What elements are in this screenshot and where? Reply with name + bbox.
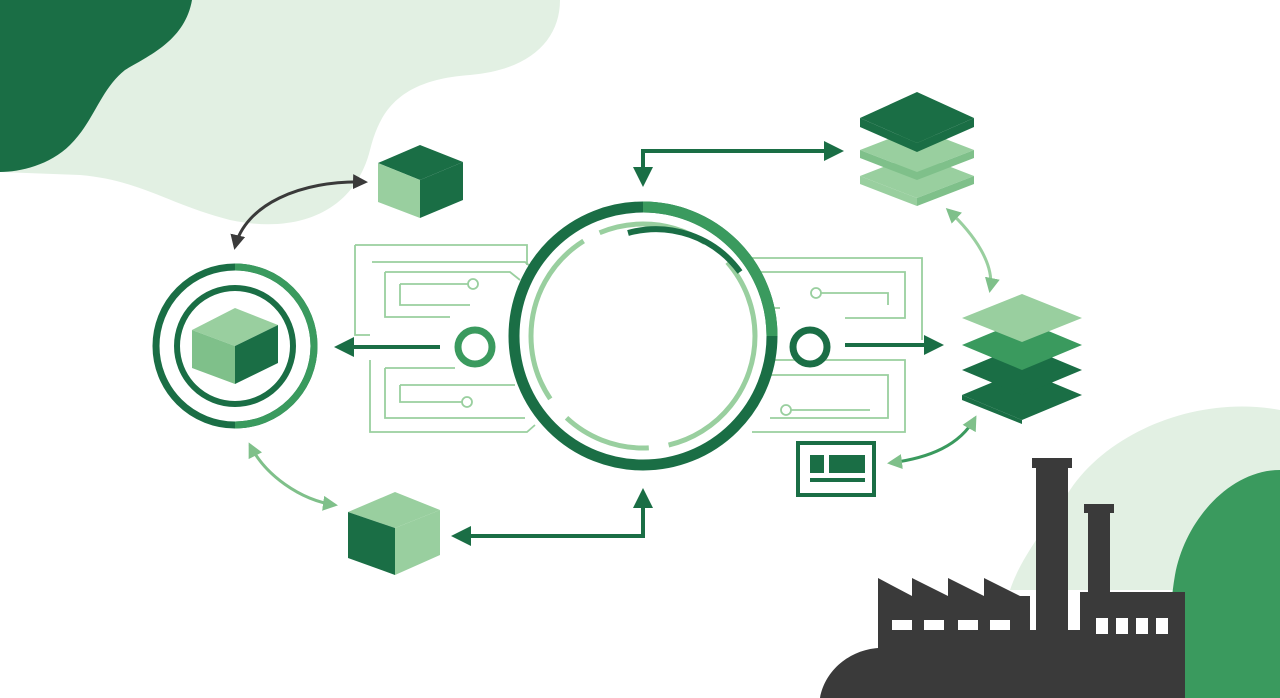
left-circuit-panel xyxy=(354,244,536,433)
warehouse-node xyxy=(152,263,318,429)
factory-icon xyxy=(820,458,1185,698)
monitor-dashboard-icon xyxy=(796,441,876,497)
arrow-bottom-package-to-hub xyxy=(451,488,653,546)
layer-stack-top-icon xyxy=(860,92,974,206)
arrow-warehouse-to-top-package xyxy=(230,174,368,250)
layer-stack-right-icon xyxy=(962,294,1082,424)
right-circuit-panel xyxy=(752,257,923,433)
package-bottom-cube-icon xyxy=(348,492,440,575)
central-hub-ring xyxy=(508,201,778,471)
arrow-right-stack-to-monitor xyxy=(887,415,977,469)
right-junction-ring xyxy=(789,326,831,368)
package-top-cube-icon xyxy=(378,145,463,218)
arrow-hub-to-top-stack xyxy=(633,141,844,187)
factory-windows xyxy=(892,618,1168,634)
arrow-warehouse-to-bottom-package xyxy=(248,442,338,511)
arrow-top-stack-to-right-stack xyxy=(945,207,1000,293)
left-junction-ring xyxy=(454,326,496,368)
background-blob-bottom-right xyxy=(1010,406,1280,698)
cube-icon xyxy=(192,308,278,384)
background-blob-top-left xyxy=(0,0,560,225)
